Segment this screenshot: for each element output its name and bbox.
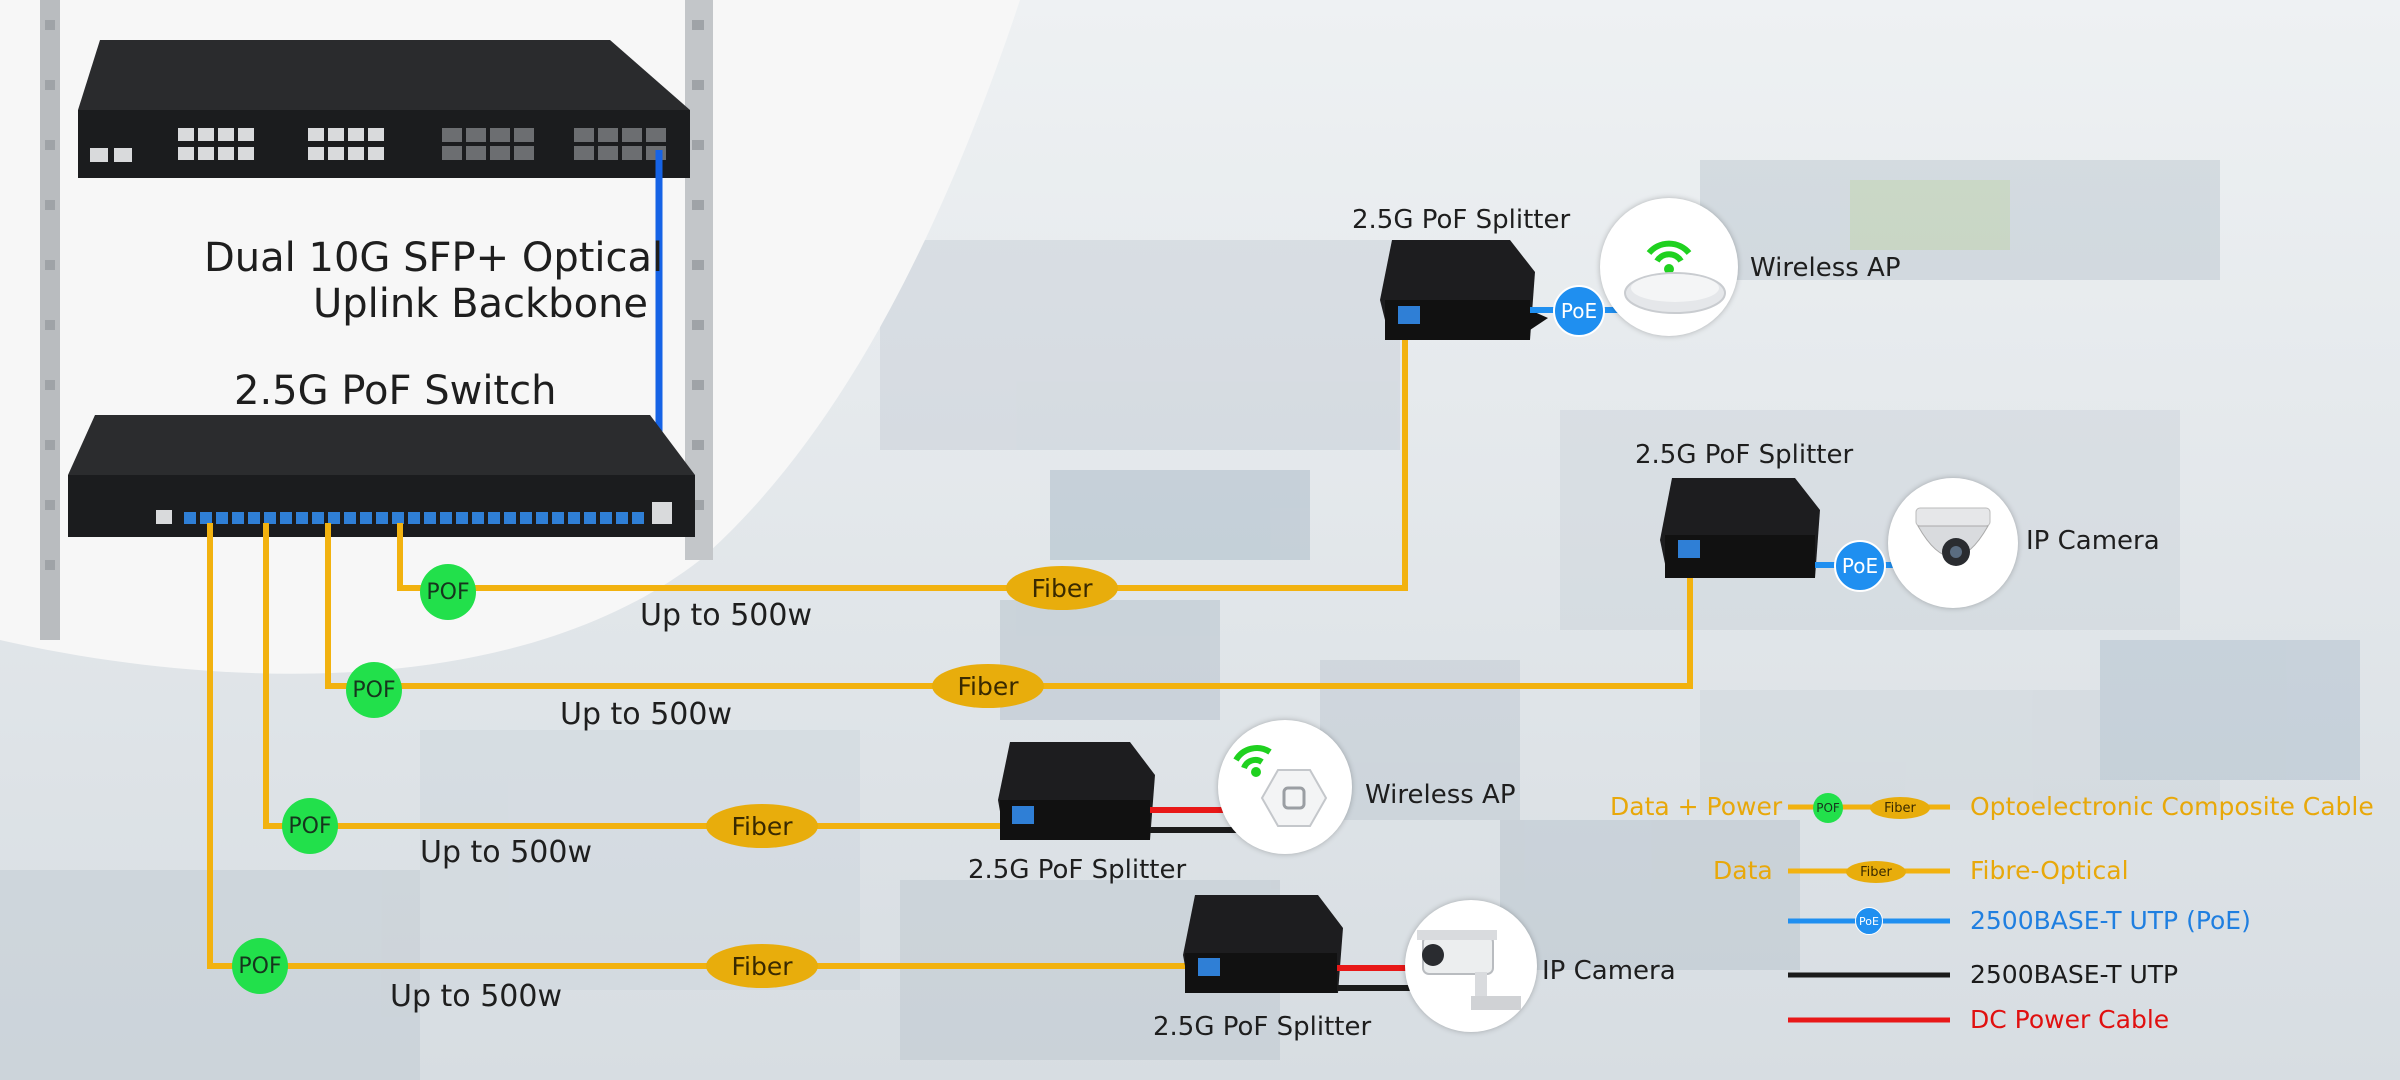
pof-switch [68, 415, 695, 537]
wifi-access-point-icon [1233, 745, 1328, 827]
power-label-1: Up to 500w [640, 598, 812, 633]
fiber-badge-1: Fiber [1006, 566, 1118, 610]
legend-fiber-badge-data: Fiber [1846, 861, 1906, 883]
uplink-title-line1: Dual 10G SFP+ Optical [204, 235, 664, 281]
fiber-badge-4: Fiber [706, 944, 818, 988]
poe-badge-1: PoE [1553, 285, 1605, 337]
pof-badge-1: POF [420, 564, 476, 620]
legend-utp-poe: 2500BASE-T UTP (PoE) [1970, 906, 2251, 935]
wireless-ap-label-lower: Wireless AP [1365, 780, 1516, 810]
pof-badge-3: POF [282, 798, 338, 854]
uplink-title-line2: Uplink Backbone [312, 281, 648, 327]
legend-poe-badge: PoE [1855, 907, 1883, 935]
splitter-bottom [1183, 895, 1343, 993]
power-label-2: Up to 500w [560, 697, 732, 732]
ip-camera-top [1888, 478, 2018, 608]
splitter-top [1380, 240, 1548, 340]
dome-camera-icon [1915, 507, 1991, 566]
fiber-badge-2: Fiber [932, 664, 1044, 708]
poe-badge-2: PoE [1834, 540, 1886, 592]
legend-data-label: Data [1713, 856, 1773, 885]
ip-camera-bottom [1405, 900, 1537, 1032]
legend-data-power-label: Data + Power [1610, 792, 1783, 821]
ip-camera-label-bottom: IP Camera [1542, 956, 1676, 986]
wireless-ap-lower [1218, 720, 1352, 854]
splitter-label-top: 2.5G PoF Splitter [1352, 205, 1571, 235]
splitter-label-mid: 2.5G PoF Splitter [1635, 440, 1854, 470]
uplink-title: Dual 10G SFP+ Optical Uplink Backbone [204, 235, 664, 327]
industrial-aerial-image [0, 160, 2360, 1080]
bullet-camera-icon [1417, 930, 1521, 1010]
pof-badge-4: POF [232, 938, 288, 994]
legend-fiber-badge: Fiber [1870, 797, 1930, 819]
splitter-label-bottom: 2.5G PoF Splitter [1153, 1012, 1372, 1042]
splitter-mid [1660, 478, 1820, 578]
power-label-4: Up to 500w [390, 979, 562, 1014]
legend-utp: 2500BASE-T UTP [1970, 960, 2179, 989]
legend-dc-power: DC Power Cable [1970, 1005, 2170, 1034]
splitter-label-lower: 2.5G PoF Splitter [968, 855, 1187, 885]
legend-pof-badge: POF [1813, 793, 1843, 823]
switch-title: 2.5G PoF Switch [234, 368, 557, 414]
power-label-3: Up to 500w [420, 835, 592, 870]
legend-fibre-optical: Fibre-Optical [1970, 856, 2129, 885]
wireless-ap-label-top: Wireless AP [1750, 253, 1901, 283]
wireless-ap-top [1600, 198, 1738, 336]
splitter-lower [998, 742, 1155, 840]
fiber-badge-3: Fiber [706, 804, 818, 848]
uplink-switch [78, 40, 690, 178]
legend-composite: Optoelectronic Composite Cable [1970, 792, 2374, 821]
wifi-access-point-icon [1624, 240, 1726, 314]
pof-badge-2: POF [346, 662, 402, 718]
ip-camera-label-top: IP Camera [2026, 526, 2160, 556]
